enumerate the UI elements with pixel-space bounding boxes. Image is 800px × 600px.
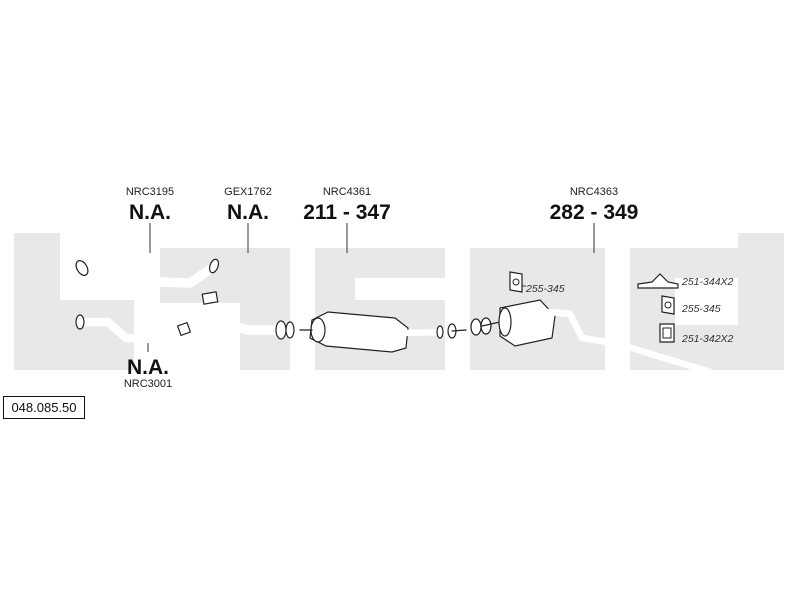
- hardware-label: 255-345: [681, 303, 721, 315]
- part-code: GEX1762: [224, 186, 272, 198]
- part-label-nrc3195: NRC3195 N.A.: [126, 186, 174, 253]
- part-code: NRC3195: [126, 186, 174, 198]
- front-pipe-nrc3001: [75, 314, 192, 345]
- part-code: NRC4361: [323, 186, 371, 198]
- front-pipe-nrc3195: [75, 258, 220, 288]
- gasket-255-345-right: 255-345: [661, 295, 721, 315]
- hardware-label: 251-344X2: [681, 276, 734, 288]
- gasket-255-345-left: 255-345: [509, 271, 565, 295]
- part-label-gex1762: GEX1762 N.A.: [224, 186, 272, 253]
- part-code: NRC3001: [124, 378, 172, 390]
- clamp-251-342x2: 251-342X2: [659, 323, 734, 345]
- part-code: NRC4363: [570, 186, 618, 198]
- clamp-251-344x2: 251-344X2: [637, 273, 734, 289]
- part-price: N.A.: [227, 201, 269, 224]
- part-price: N.A.: [127, 356, 169, 379]
- reference-number: 048.085.50: [11, 400, 77, 415]
- middle-silencer-nrc4361: [299, 311, 467, 353]
- part-label-nrc3001: N.A. NRC3001: [124, 340, 172, 390]
- hardware-label: 255-345: [525, 283, 565, 295]
- y-pipe-gex1762: [192, 291, 295, 344]
- part-label-nrc4361: NRC4361 211 - 347: [303, 186, 391, 253]
- part-price: N.A.: [129, 201, 171, 224]
- rear-silencer-nrc4363: [470, 299, 714, 376]
- hardware-label: 251-342X2: [681, 333, 734, 345]
- part-price: 211 - 347: [303, 201, 391, 224]
- part-label-nrc4363: NRC4363 282 - 349: [550, 186, 639, 253]
- brand-watermark: [14, 233, 784, 370]
- reference-number-box: 048.085.50: [3, 396, 85, 419]
- part-price: 282 - 349: [550, 201, 639, 224]
